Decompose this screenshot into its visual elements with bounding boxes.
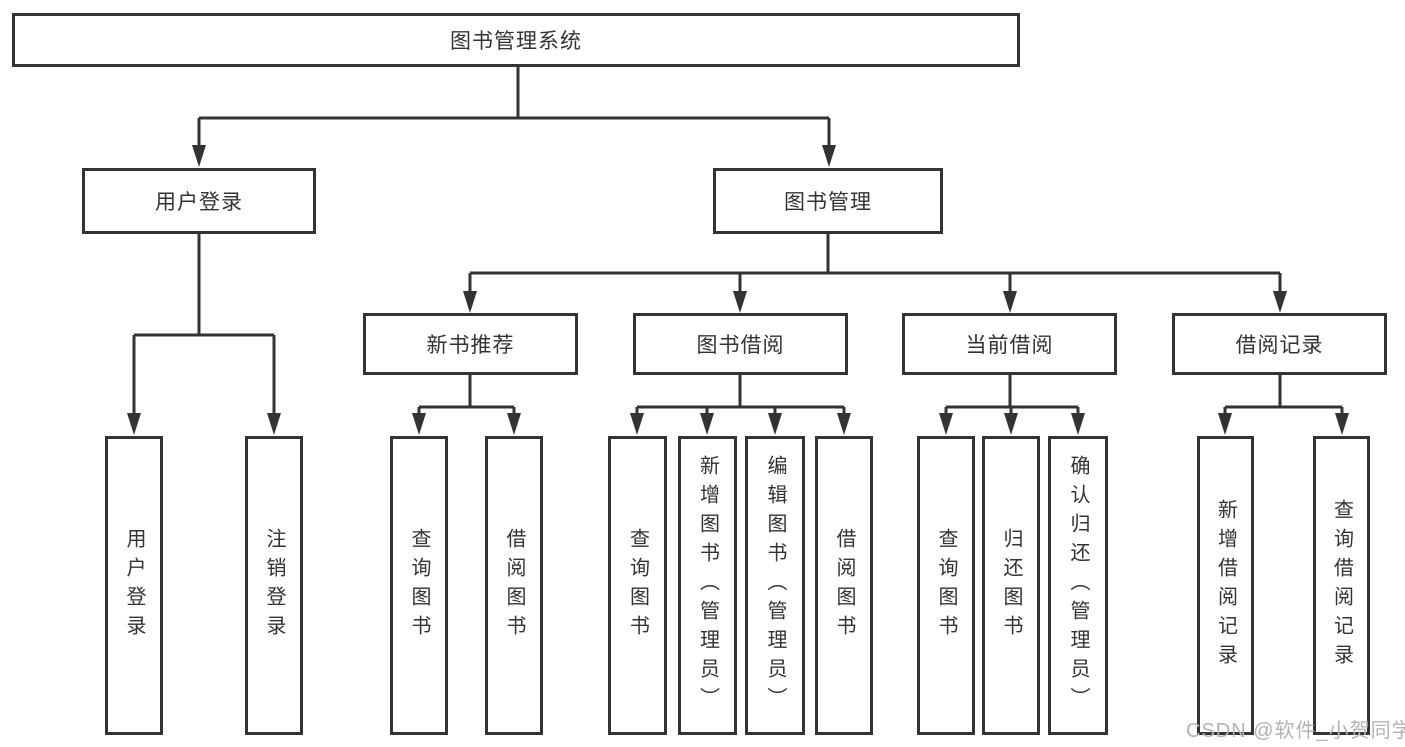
leaf-label: 新增图书（管理员） [696, 455, 719, 716]
connector-new-book-children [417, 375, 516, 414]
leaf-label: 注销登录 [263, 527, 285, 644]
arrow-down-icon [127, 413, 141, 435]
leaf-query-books-borrowing: 查询图书 [608, 436, 667, 735]
node-label: 当前借阅 [965, 334, 1054, 357]
arrow-down-icon [837, 413, 851, 435]
arrow-down-icon [1273, 291, 1287, 313]
leaf-borrow-books-borrowing: 借阅图书 [815, 436, 873, 735]
leaf-query-books-current: 查询图书 [917, 436, 975, 735]
leaf-label: 查询借阅记录 [1330, 498, 1353, 673]
node-book-borrowing: 图书借阅 [633, 313, 848, 375]
leaf-edit-books-admin: 编辑图书（管理员） [745, 436, 805, 735]
leaf-return-books: 归还图书 [982, 436, 1040, 735]
arrow-down-icon [822, 145, 836, 167]
leaf-user-login: 用户登录 [105, 436, 163, 735]
node-library-management-system: 图书管理系统 [12, 13, 1020, 67]
arrow-down-icon [463, 291, 477, 313]
arrow-down-icon [507, 413, 521, 435]
arrow-down-icon [939, 413, 953, 435]
leaf-label: 借阅图书 [503, 527, 525, 644]
arrow-down-icon [630, 413, 644, 435]
arrow-down-icon [267, 413, 281, 435]
leaf-add-books-admin: 新增图书（管理员） [678, 436, 737, 735]
arrowheads-group [127, 145, 1349, 435]
connector-stroke-group [132, 67, 1344, 414]
connector-root-to-level2 [197, 67, 831, 146]
leaf-logout-login: 注销登录 [245, 436, 303, 735]
node-label: 图书借阅 [696, 334, 785, 357]
arrow-down-icon [1071, 413, 1085, 435]
node-label: 图书管理 [784, 191, 872, 214]
node-label: 借阅记录 [1235, 334, 1324, 357]
leaf-label: 查询图书 [408, 527, 430, 644]
arrow-down-icon [733, 291, 747, 313]
leaf-label: 编辑图书（管理员） [764, 455, 786, 716]
leaf-confirm-return-admin: 确认归还（管理员） [1048, 436, 1108, 735]
node-label: 图书管理系统 [450, 30, 582, 53]
node-user-login: 用户登录 [82, 168, 316, 234]
node-borrowing-records: 借阅记录 [1172, 313, 1387, 375]
leaf-label: 借阅图书 [833, 527, 855, 644]
arrow-down-icon [1004, 413, 1018, 435]
leaf-label: 用户登录 [123, 527, 145, 644]
arrow-down-icon [1218, 413, 1232, 435]
node-book-management: 图书管理 [713, 168, 943, 234]
arrow-down-icon [700, 413, 714, 435]
connector-borrow-records-children [1223, 375, 1344, 414]
connector-current-borrow-children [944, 375, 1080, 414]
node-current-borrowing: 当前借阅 [902, 313, 1117, 375]
leaf-label: 确认归还（管理员） [1067, 455, 1089, 716]
connector-user-login-children [132, 234, 276, 414]
arrow-down-icon [768, 413, 782, 435]
leaf-borrow-books-recommend: 借阅图书 [485, 436, 543, 735]
arrow-down-icon [192, 145, 206, 167]
leaf-query-books-recommend: 查询图书 [390, 436, 448, 735]
leaf-label: 新增借阅记录 [1214, 498, 1237, 673]
leaf-label: 查询图书 [935, 527, 957, 644]
node-label: 用户登录 [155, 191, 243, 214]
node-label: 新书推荐 [426, 334, 515, 357]
connector-book-mgmt-to-level3 [468, 234, 1282, 292]
node-new-book-recommendation: 新书推荐 [363, 313, 578, 375]
leaf-add-borrow-record: 新增借阅记录 [1197, 436, 1254, 735]
connector-book-borrow-children [635, 375, 846, 414]
arrow-down-icon [1003, 291, 1017, 313]
leaf-label: 归还图书 [1000, 527, 1022, 644]
arrow-down-icon [1335, 413, 1349, 435]
leaf-query-borrow-record: 查询借阅记录 [1313, 436, 1370, 735]
arrow-down-icon [412, 413, 426, 435]
leaf-label: 查询图书 [626, 527, 649, 644]
csdn-watermark: CSDN @软件_小贺同学 [1186, 720, 1405, 742]
